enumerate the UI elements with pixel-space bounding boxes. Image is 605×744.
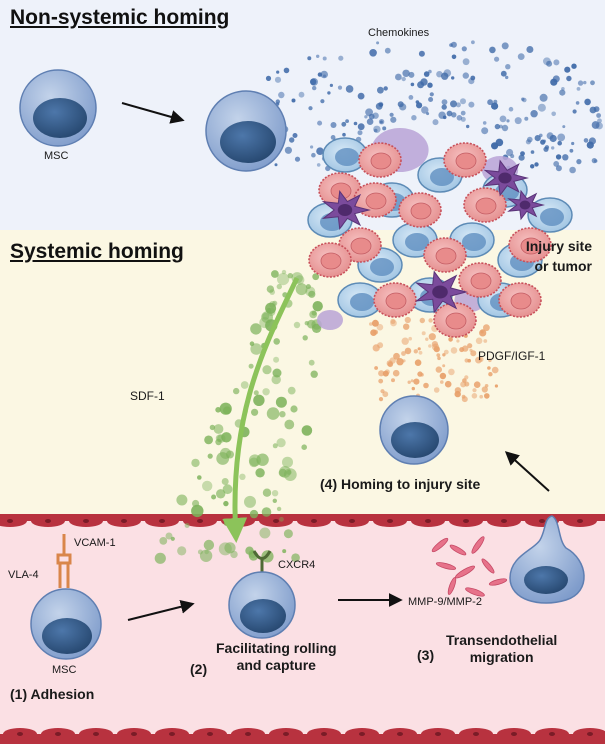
step-4-label: (4) Homing to injury site	[320, 476, 481, 492]
msc-cell-top-left	[19, 69, 97, 147]
pdgf-igf1-dots	[369, 316, 499, 403]
endothelium-bottom	[0, 728, 605, 744]
section-title-systemic: Systemic homing	[10, 240, 184, 263]
endothelium-top	[0, 514, 605, 527]
injury-cell-cluster	[307, 128, 573, 338]
arrow-adhesion-to-rolling	[127, 599, 195, 621]
cxcr4-receptor	[252, 550, 272, 572]
msc-cell-top-right	[205, 90, 287, 172]
sdf1-dots	[154, 269, 323, 564]
step-3-number: (3)	[417, 647, 435, 663]
step-2-number: (2)	[190, 661, 208, 677]
label-vcam1: VCAM-1	[74, 537, 116, 549]
label-mmp: MMP-9/MMP-2	[408, 596, 482, 608]
vcam1-vla4-bond	[56, 534, 72, 588]
msc-cell-rolling	[228, 571, 296, 639]
sdf1-gradient-arrow	[222, 276, 300, 543]
section-title-non-systemic: Non-systemic homing	[10, 6, 230, 29]
label-msc-top: MSC	[44, 150, 69, 162]
label-injury-site: Injury site or tumor	[525, 238, 592, 274]
msc-cell-transmigrating	[509, 515, 585, 604]
label-msc-bottom: MSC	[52, 664, 77, 676]
label-chemokines: Chemokines	[368, 27, 430, 39]
label-sdf1: SDF-1	[130, 389, 165, 403]
msc-cell-adhesion	[30, 588, 102, 660]
msc-cell-homing	[379, 395, 449, 465]
step-2-label: Facilitating rolling and capture	[216, 640, 337, 673]
mmp-fragments	[431, 536, 508, 597]
arrow-homing	[504, 451, 550, 492]
label-cxcr4: CXCR4	[278, 559, 316, 571]
step-1-label: (1) Adhesion	[10, 686, 95, 702]
arrow-top-migration	[121, 102, 185, 124]
label-vla4: VLA-4	[8, 569, 39, 581]
label-pdgf-igf1: PDGF/IGF-1	[478, 349, 546, 363]
step-3-label: Transendothelial migration	[446, 632, 558, 665]
